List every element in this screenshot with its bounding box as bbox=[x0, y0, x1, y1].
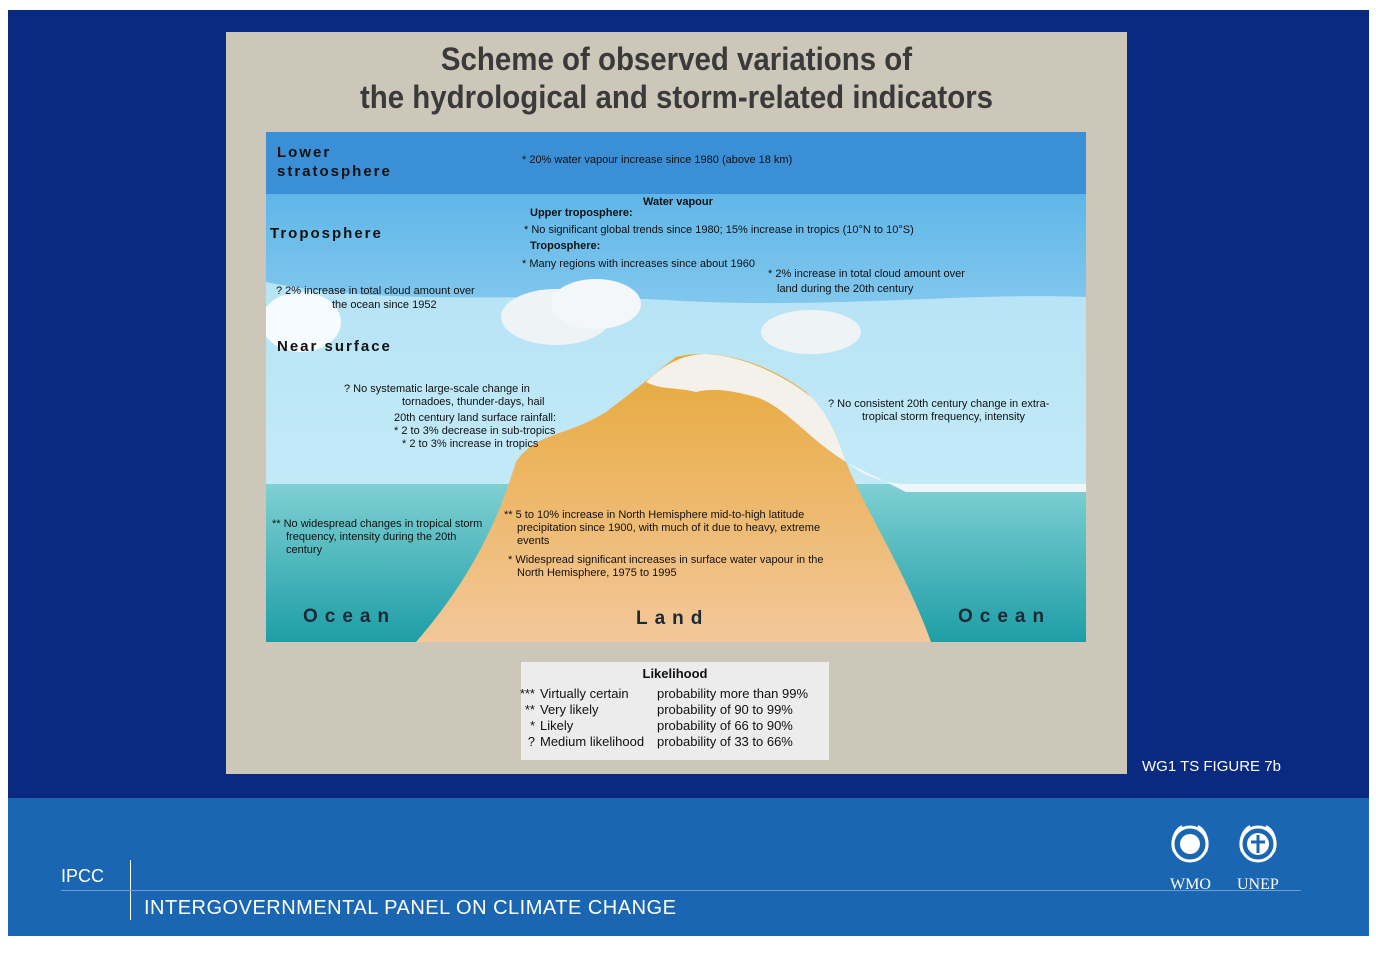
note-cloud-land-1: * 2% increase in total cloud amount over bbox=[768, 268, 965, 280]
likelihood-probability: probability of 90 to 99% bbox=[657, 702, 793, 717]
note-tropical-storm-1: ** No widespread changes in tropical sto… bbox=[272, 518, 483, 530]
wmo-logo-text: WMO bbox=[1170, 876, 1211, 893]
note-troposphere-heading: Troposphere: bbox=[530, 240, 601, 252]
label-troposphere: Troposphere bbox=[270, 225, 383, 242]
likelihood-symbol: * bbox=[529, 718, 535, 733]
title-line-1: Scheme of observed variations of bbox=[440, 41, 913, 77]
note-rainfall-subtropics: * 2 to 3% decrease in sub-tropics bbox=[394, 425, 556, 437]
wmo-logo-icon bbox=[1171, 825, 1209, 863]
likelihood-probability: probability of 66 to 90% bbox=[657, 718, 793, 733]
note-extratropical-storm-2: tropical storm frequency, intensity bbox=[862, 411, 1026, 423]
ipcc-abbreviation: IPCC bbox=[61, 866, 105, 886]
note-troposphere: * Many regions with increases since abou… bbox=[522, 258, 755, 270]
note-cloud-ocean-1: ? 2% increase in total cloud amount over bbox=[276, 285, 475, 297]
likelihood-heading: Likelihood bbox=[642, 666, 708, 681]
note-surface-vapour-2: North Hemisphere, 1975 to 1995 bbox=[517, 567, 677, 579]
label-ocean-right: Ocean bbox=[958, 606, 1052, 627]
label-lower-stratosphere-2: stratosphere bbox=[277, 163, 392, 180]
note-tropical-storm-2: frequency, intensity during the 20th bbox=[286, 531, 457, 543]
likelihood-term: Very likely bbox=[540, 702, 599, 717]
figure-title: Scheme of observed variations of the hyd… bbox=[262, 40, 1091, 116]
note-cloud-ocean-2: the ocean since 1952 bbox=[332, 299, 437, 311]
cloud-right bbox=[761, 310, 861, 354]
climate-scheme-diagram: Lower stratosphere Troposphere Near surf… bbox=[266, 132, 1086, 642]
slide: Scheme of observed variations of the hyd… bbox=[8, 10, 1369, 936]
footer-horizontal-divider bbox=[61, 890, 1301, 891]
unep-logo-text: UNEP bbox=[1237, 876, 1279, 893]
label-lower-stratosphere-1: Lower bbox=[277, 144, 332, 161]
label-near-surface: Near surface bbox=[277, 338, 392, 355]
figure-label: WG1 TS FIGURE 7b bbox=[1142, 758, 1281, 775]
label-land: Land bbox=[636, 608, 710, 629]
likelihood-probability: probability more than 99% bbox=[657, 686, 809, 701]
note-tornado-2: tornadoes, thunder-days, hail bbox=[402, 396, 545, 408]
ice-shelf bbox=[846, 462, 1086, 492]
note-precipitation-3: events bbox=[517, 535, 550, 547]
ipcc-full-name: INTERGOVERNMENTAL PANEL ON CLIMATE CHANG… bbox=[144, 897, 677, 919]
note-precipitation-1: ** 5 to 10% increase in North Hemisphere… bbox=[504, 509, 805, 521]
note-surface-vapour-1: * Widespread significant increases in su… bbox=[508, 554, 824, 566]
note-precipitation-2: precipitation since 1900, with much of i… bbox=[517, 522, 821, 534]
likelihood-legend: Likelihood *** Virtually certain probabi… bbox=[520, 662, 829, 760]
note-tornado-1: ? No systematic large-scale change in bbox=[344, 383, 530, 395]
footer-banner: IPCC INTERGOVERNMENTAL PANEL ON CLIMATE … bbox=[8, 798, 1369, 936]
label-ocean-left: Ocean bbox=[303, 606, 397, 627]
cloud-left bbox=[266, 292, 341, 352]
likelihood-symbol: ? bbox=[527, 734, 535, 749]
note-water-vapour-heading: Water vapour bbox=[643, 196, 713, 208]
unep-logo-icon bbox=[1239, 825, 1277, 863]
note-rainfall-heading: 20th century land surface rainfall: bbox=[394, 412, 557, 424]
likelihood-term: Medium likelihood bbox=[540, 734, 645, 749]
likelihood-symbol: *** bbox=[519, 686, 535, 701]
note-cloud-land-2: land during the 20th century bbox=[777, 283, 914, 295]
snow-cap bbox=[646, 354, 846, 462]
likelihood-term: Virtually certain bbox=[540, 686, 629, 701]
title-line-2: the hydrological and storm-related indic… bbox=[359, 79, 994, 115]
note-tropical-storm-3: century bbox=[286, 544, 323, 556]
stratosphere-band bbox=[266, 132, 1086, 194]
figure-panel: Scheme of observed variations of the hyd… bbox=[226, 32, 1127, 774]
likelihood-symbol: ** bbox=[524, 702, 535, 717]
diagram-background bbox=[266, 132, 1086, 642]
cloud-center-2 bbox=[551, 279, 641, 329]
likelihood-term: Likely bbox=[540, 718, 574, 733]
likelihood-probability: probability of 33 to 66% bbox=[657, 734, 793, 749]
note-extratropical-storm-1: ? No consistent 20th century change in e… bbox=[828, 398, 1050, 410]
note-upper-troposphere: * No significant global trends since 198… bbox=[524, 224, 914, 236]
note-upper-troposphere-heading: Upper troposphere: bbox=[530, 207, 633, 219]
note-rainfall-tropics: * 2 to 3% increase in tropics bbox=[402, 438, 539, 450]
note-stratosphere: * 20% water vapour increase since 1980 (… bbox=[522, 154, 793, 166]
